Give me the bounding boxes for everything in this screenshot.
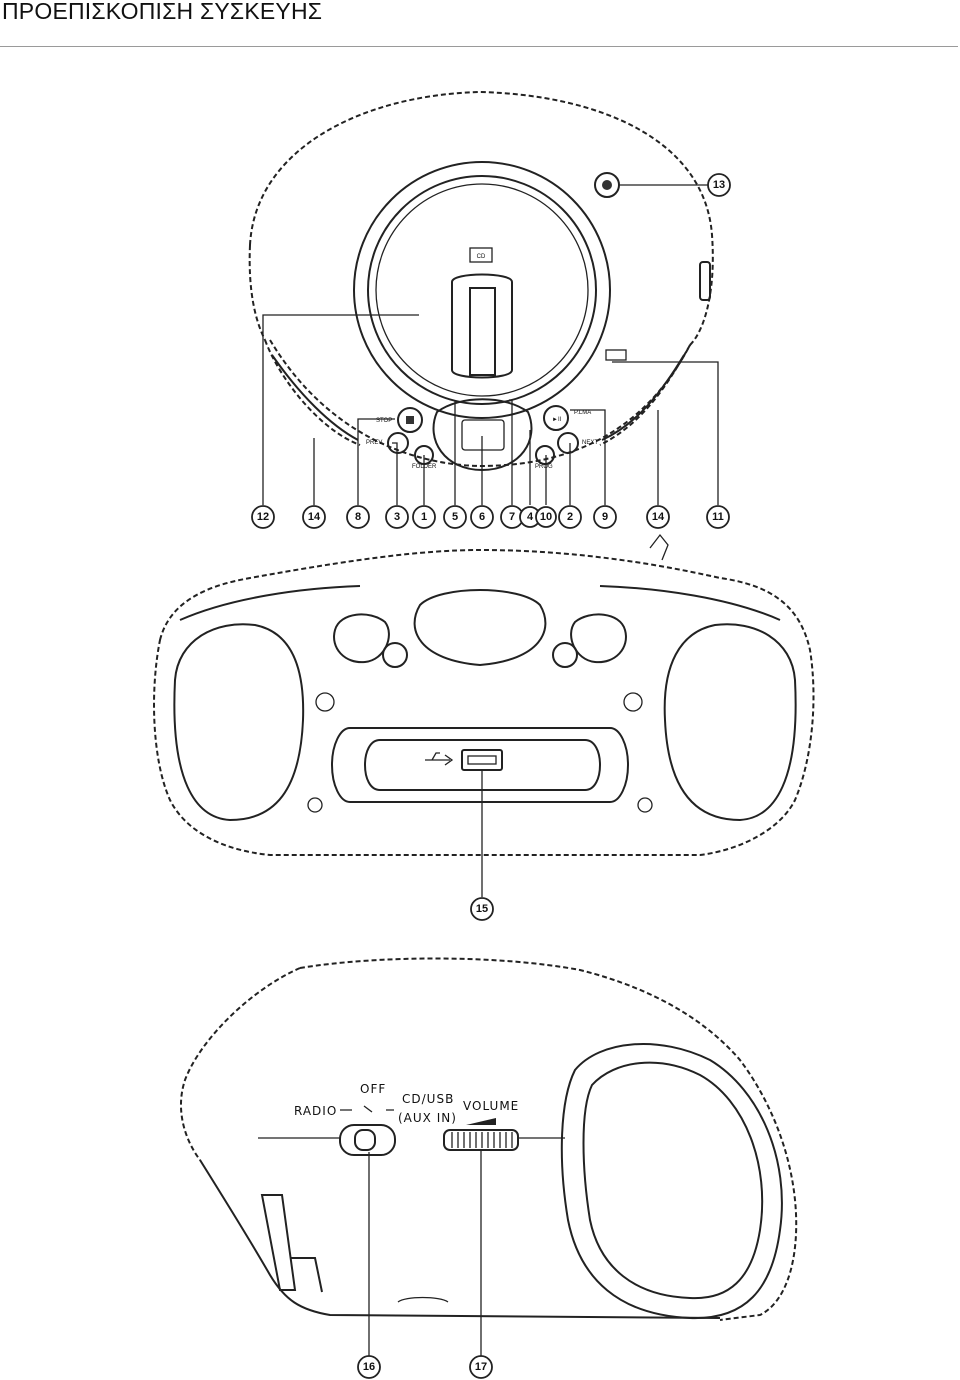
svg-text:4: 4 bbox=[527, 511, 534, 523]
aux-in-label: (AUX IN) bbox=[398, 1111, 457, 1125]
svg-text:10: 10 bbox=[540, 511, 552, 523]
svg-text:9: 9 bbox=[602, 511, 608, 523]
callout-14: 14 bbox=[302, 505, 326, 529]
prev-label: PREV bbox=[366, 440, 382, 446]
page-title: ΠΡΟΕΠΙΣΚΟΠΙΣΗ ΣΥΣΚΕΥΗΣ bbox=[2, 0, 323, 24]
callout-14b: 14 bbox=[646, 505, 670, 529]
svg-text:3: 3 bbox=[394, 511, 400, 523]
top-view-illustration: CD STOP PREV FOLDER ►II P.LMA NEXT PROG bbox=[248, 90, 714, 472]
callout-3: 3 bbox=[385, 505, 409, 529]
svg-text:2: 2 bbox=[567, 511, 573, 523]
svg-text:14: 14 bbox=[308, 511, 321, 523]
callout-8: 8 bbox=[346, 505, 370, 529]
play-mode-label: P.LMA bbox=[574, 410, 591, 416]
callout-9: 9 bbox=[593, 505, 617, 529]
svg-text:15: 15 bbox=[476, 903, 488, 915]
callout-17: 17 bbox=[469, 1355, 493, 1379]
svg-text:13: 13 bbox=[713, 179, 725, 191]
callout-15: 15 bbox=[470, 897, 494, 921]
callout-13: 13 bbox=[707, 173, 731, 197]
callout-1: 1 bbox=[412, 505, 436, 529]
svg-text:17: 17 bbox=[475, 1361, 487, 1373]
callout-10: 10 bbox=[535, 506, 557, 528]
callout-12: 12 bbox=[251, 505, 275, 529]
callout-6: 6 bbox=[470, 505, 494, 529]
svg-text:1: 1 bbox=[421, 511, 427, 523]
side-view-labels: RADIO OFF CD/USB (AUX IN) VOLUME bbox=[294, 1082, 519, 1125]
title-divider bbox=[0, 46, 958, 47]
svg-text:6: 6 bbox=[479, 511, 485, 523]
side-view-illustration bbox=[179, 957, 798, 1321]
callout-11: 11 bbox=[706, 505, 730, 529]
svg-text:CD: CD bbox=[477, 254, 486, 260]
cd-usb-label: CD/USB bbox=[402, 1092, 454, 1106]
front-view-illustration bbox=[153, 533, 815, 856]
side-view-callouts: 16 17 bbox=[357, 1355, 493, 1379]
svg-text:16: 16 bbox=[363, 1361, 375, 1373]
callout-16: 16 bbox=[357, 1355, 381, 1379]
svg-text:11: 11 bbox=[712, 511, 724, 523]
top-view-leader-lines bbox=[262, 184, 719, 505]
svg-text:12: 12 bbox=[257, 511, 269, 523]
next-label: NEXT bbox=[582, 440, 598, 446]
off-label: OFF bbox=[360, 1082, 386, 1096]
prog-label: PROG bbox=[535, 464, 553, 470]
svg-text:14: 14 bbox=[652, 511, 665, 523]
callout-5: 5 bbox=[443, 505, 467, 529]
play-pause-label: ►II bbox=[552, 417, 562, 423]
volume-label: VOLUME bbox=[463, 1099, 519, 1113]
svg-text:8: 8 bbox=[355, 511, 361, 523]
stop-label: STOP bbox=[376, 418, 392, 424]
top-view-callouts: 12 14 8 3 1 5 6 7 4 10 2 9 14 11 13 bbox=[251, 173, 731, 529]
callout-2: 2 bbox=[558, 505, 582, 529]
radio-label: RADIO bbox=[294, 1104, 337, 1118]
svg-text:7: 7 bbox=[509, 511, 515, 523]
svg-text:5: 5 bbox=[452, 511, 458, 523]
